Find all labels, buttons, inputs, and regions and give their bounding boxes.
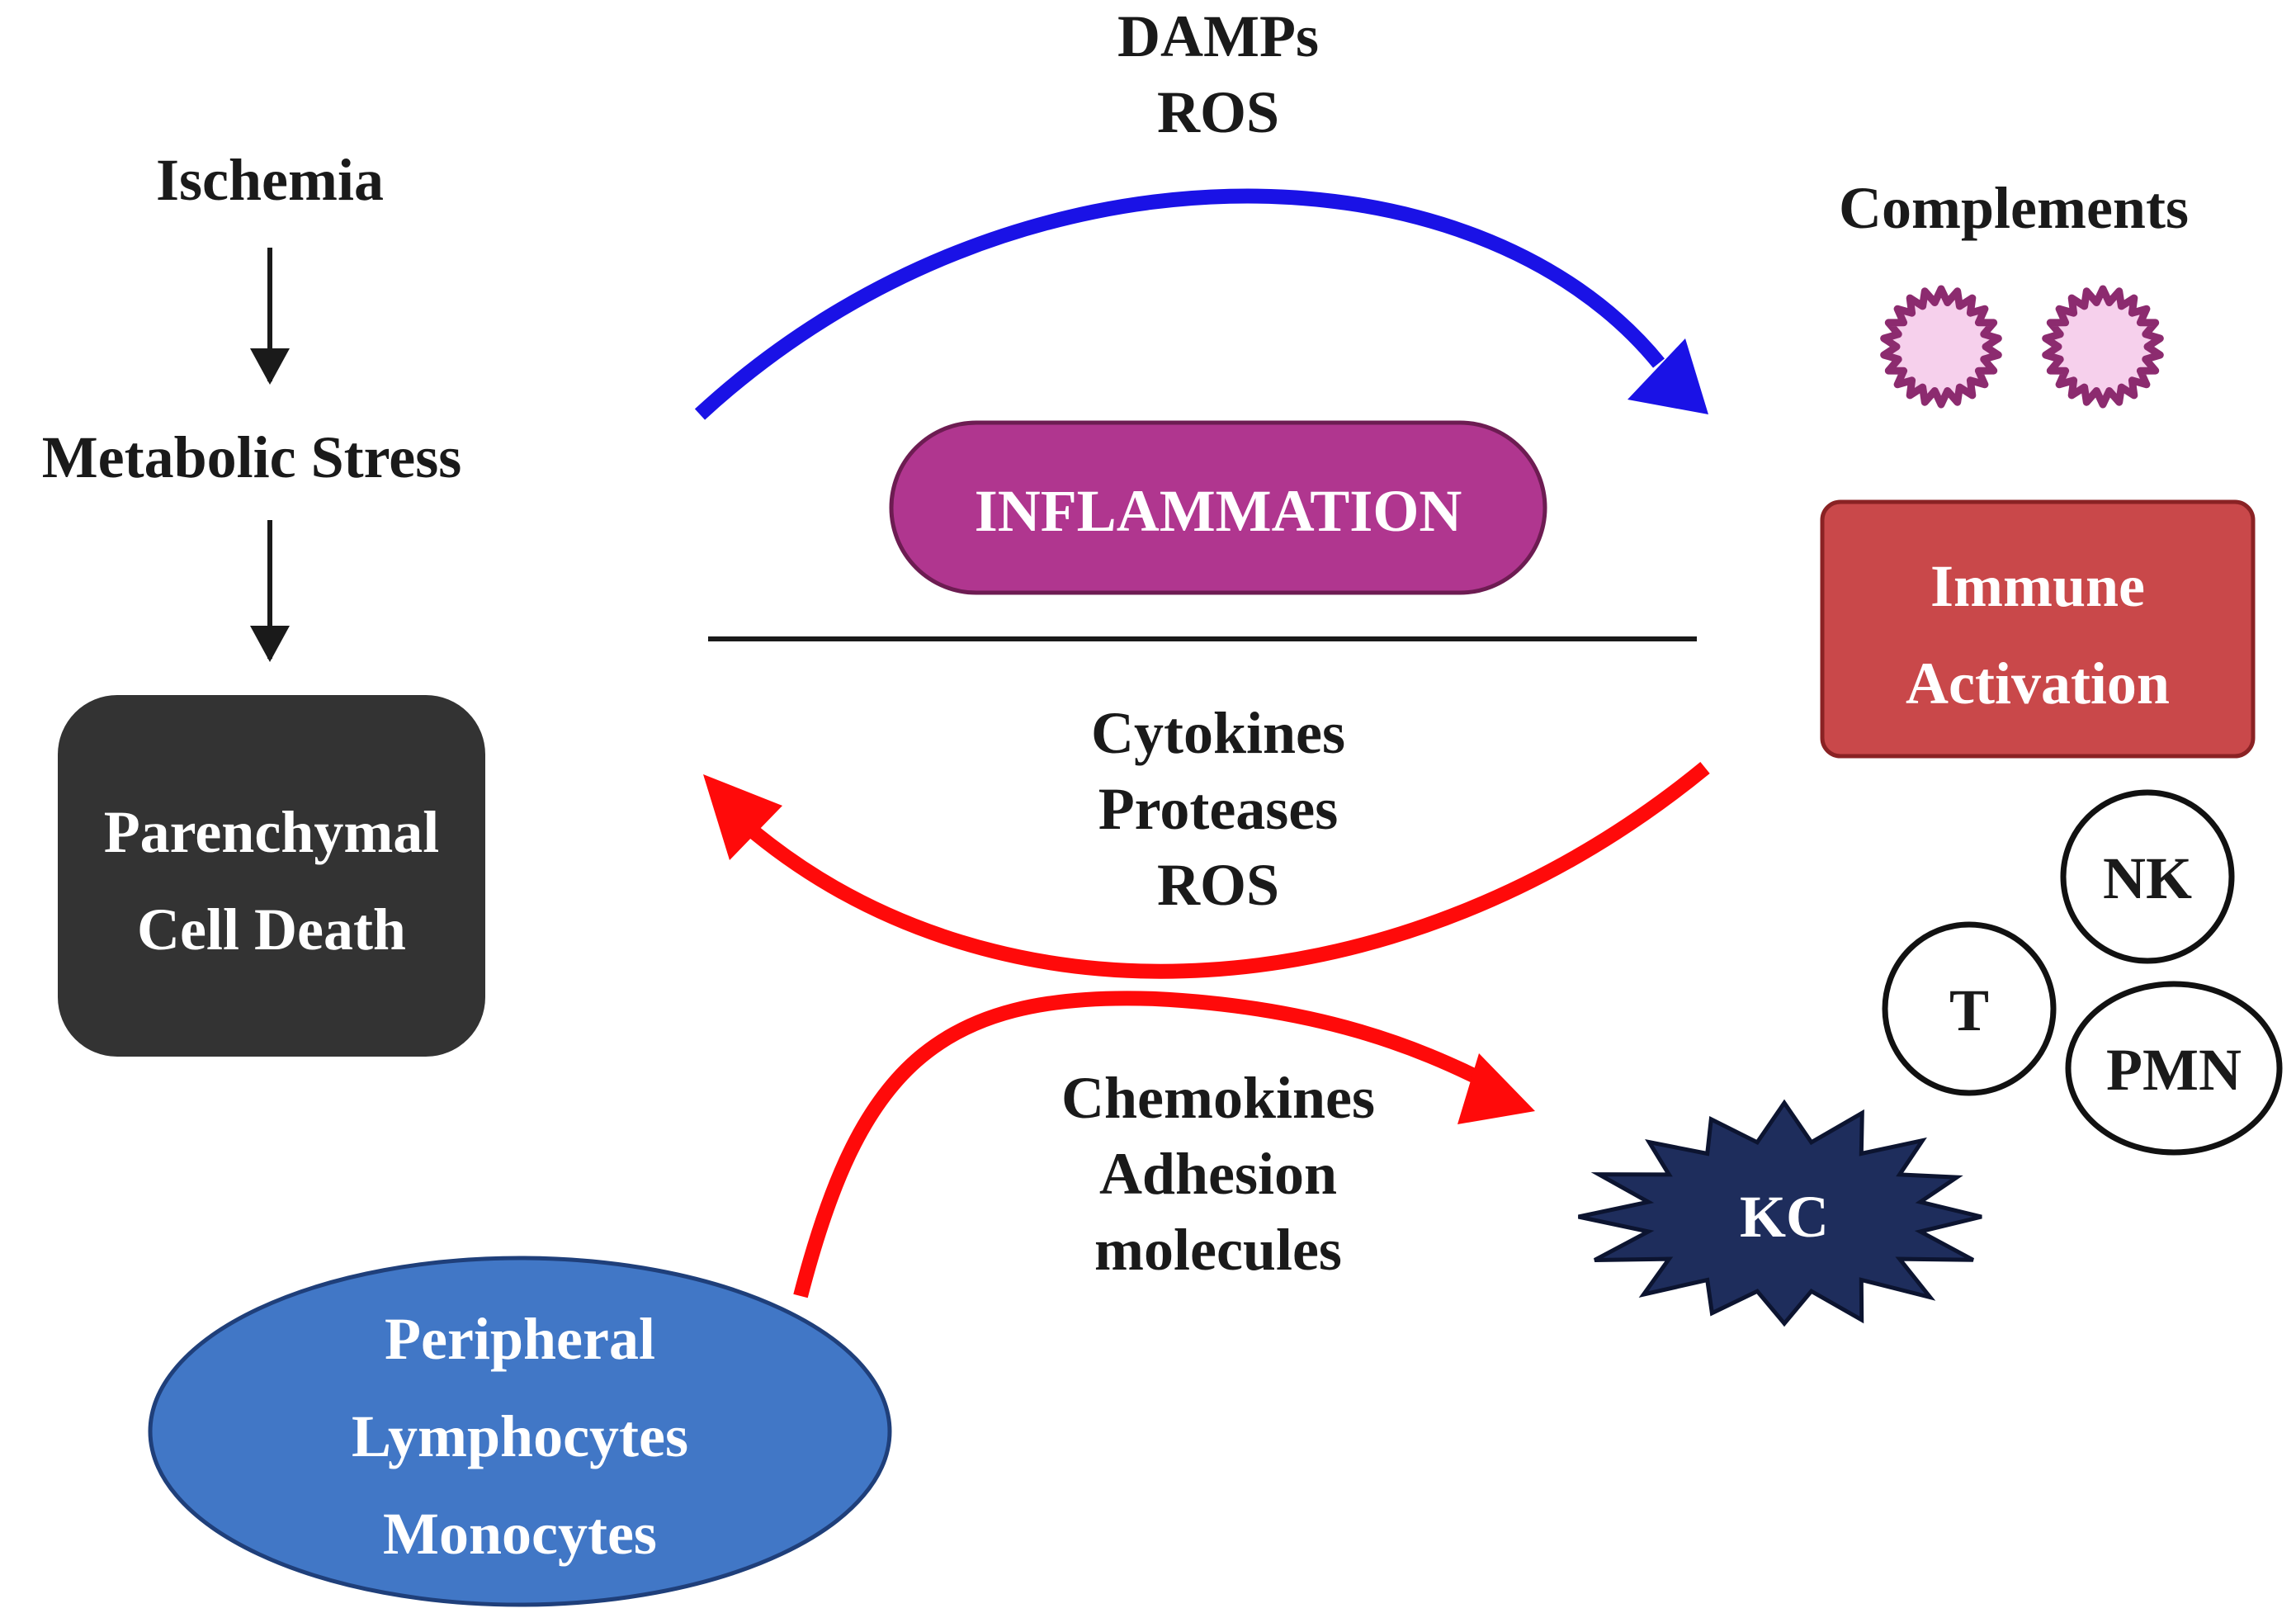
- kc-star-icon: [1578, 1099, 1982, 1327]
- pmn-cell: [2065, 981, 2283, 1156]
- damps-blue-arrowhead: [1628, 338, 1708, 414]
- complement-icon: [2042, 285, 2164, 409]
- pmn-label: PMN: [2106, 1037, 2242, 1103]
- lymphocytes-label: Lymphocytes: [352, 1403, 688, 1469]
- chemokines-red-arrow: [793, 991, 1490, 1298]
- ischemia-label: Ischemia: [156, 147, 384, 213]
- peripheral-label: Peripheral: [385, 1306, 655, 1372]
- inflammation-pill: [889, 420, 1547, 595]
- cytokines-red-arrowhead: [703, 774, 782, 860]
- complements-label: Complements: [1839, 175, 2189, 241]
- nk-label: NK: [2103, 845, 2192, 911]
- immune-activation-box: [1820, 499, 2256, 759]
- inflammation-label: INFLAMMATION: [975, 478, 1462, 544]
- t-label: T: [1949, 977, 1989, 1043]
- cytokines-red-arrow: [741, 762, 1710, 979]
- nk-cell: [2060, 789, 2235, 964]
- monocytes-label: Monocytes: [383, 1501, 657, 1567]
- cell-death-box: [58, 695, 485, 1057]
- cytokines-label: Cytokines: [1091, 700, 1345, 766]
- damps-blue-arrow: [694, 188, 1665, 420]
- peripheral-lymphocytes-ellipse: [148, 1256, 892, 1607]
- adhesion-label: Adhesion: [1099, 1141, 1337, 1207]
- complement-icon: [1880, 285, 2002, 409]
- metabolic-stress-label: Metabolic Stress: [42, 424, 462, 490]
- kc-label: KC: [1740, 1184, 1829, 1250]
- cell-death-label-line2: Cell Death: [137, 896, 406, 963]
- top-ros-label: ROS: [1157, 79, 1279, 145]
- immune-label-line2: Activation: [1906, 650, 2170, 717]
- proteases-label: Proteases: [1098, 776, 1339, 842]
- chemokines-red-arrowhead: [1457, 1053, 1535, 1124]
- damps-label: DAMPs: [1117, 3, 1319, 69]
- molecules-label: molecules: [1094, 1217, 1342, 1283]
- middle-ros-label: ROS: [1157, 852, 1279, 918]
- cell-death-label-line1: Parenchymal: [104, 799, 440, 865]
- chemokines-label: Chemokines: [1061, 1065, 1375, 1131]
- t-cell: [1882, 921, 2057, 1096]
- immune-label-line1: Immune: [1930, 553, 2145, 619]
